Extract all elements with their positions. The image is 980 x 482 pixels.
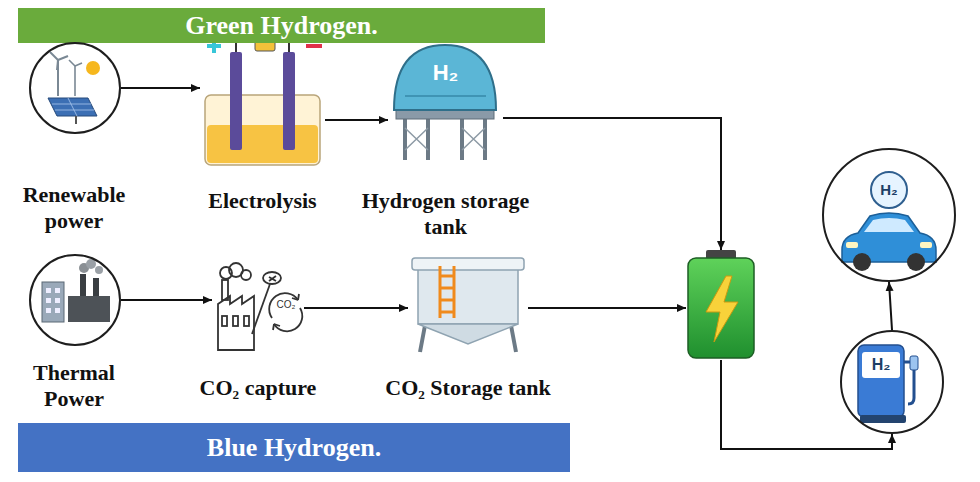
flow-arrow	[121, 299, 212, 301]
node-label: H₂	[388, 60, 503, 86]
node-label: Electrolysis	[180, 188, 345, 214]
icon-label: CO₂	[272, 299, 300, 310]
tank-icon: H₂Hydrogen storage tank	[388, 40, 503, 162]
flow-arrow	[503, 118, 721, 250]
station-circle: H₂	[840, 330, 944, 434]
vehicle-circle: H₂	[822, 148, 956, 282]
co2-storage-tank-icon	[412, 258, 524, 352]
thermal-icon	[42, 259, 110, 322]
band: Blue Hydrogen.	[18, 423, 570, 472]
tank-icon: CO₂ Storage tank	[408, 255, 528, 355]
flow-arrow	[721, 360, 892, 449]
source-circle: Renewable power	[29, 42, 121, 134]
node-label: H₂	[862, 352, 900, 378]
band: Green Hydrogen.	[18, 8, 545, 43]
flow-arrow	[325, 119, 388, 121]
node-label: Hydrogen storage tank	[338, 188, 553, 240]
node-label: Thermal Power	[4, 360, 144, 412]
electrolysis-icon	[205, 33, 322, 165]
battery	[686, 250, 756, 360]
node-label: CO₂ Storage tank	[363, 375, 573, 401]
flow-arrow	[304, 307, 408, 309]
node-label: Green Hydrogen.	[18, 8, 545, 43]
pump-icon	[858, 345, 918, 423]
node-label: Renewable power	[4, 182, 144, 234]
node-label: Blue Hydrogen.	[18, 423, 570, 472]
source-circle: Thermal Power	[29, 254, 121, 346]
flow-arrow	[528, 307, 686, 309]
flow-arrow	[889, 282, 892, 330]
node-label: H₂	[824, 181, 954, 199]
battery-icon	[688, 250, 754, 358]
renewable-icon	[48, 52, 100, 124]
node-label: CO₂ capture	[168, 375, 348, 401]
co2-capture-icon	[218, 263, 302, 350]
process-icon: Electrolysis	[200, 38, 325, 168]
flow-arrow	[121, 87, 200, 89]
